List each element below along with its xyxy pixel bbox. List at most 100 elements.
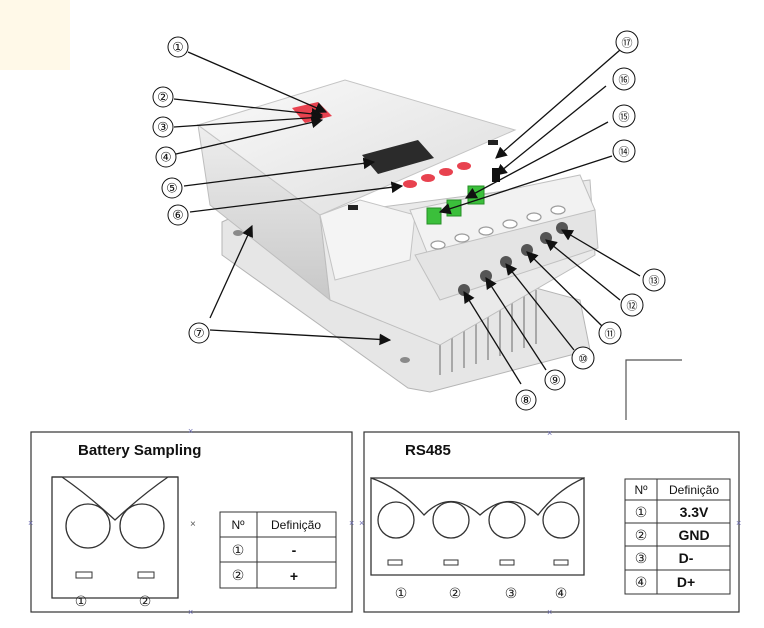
callout-13: ⑬ xyxy=(642,268,666,292)
rs485-table-row4-no: ④ xyxy=(635,575,648,591)
rs485-pin-4-hole xyxy=(542,501,580,539)
rs485-table-row2-no: ② xyxy=(635,528,648,544)
button-3 xyxy=(439,168,453,176)
callout-1: ① xyxy=(167,36,189,58)
svg-text:⑮: ⑮ xyxy=(619,111,630,124)
svg-text:×: × xyxy=(188,426,193,436)
svg-text:⑪: ⑪ xyxy=(605,328,616,341)
callout-14: ⑭ xyxy=(612,139,636,163)
rs485-pin-1-slot xyxy=(387,559,403,566)
green-terminal-1 xyxy=(426,207,442,225)
rs485-table-row1-def: 3.3V xyxy=(680,504,709,520)
callout-4: ④ xyxy=(155,146,177,168)
rs485-table-header-def: Definição xyxy=(669,483,719,497)
battery-table-row2-def: + xyxy=(290,568,298,584)
callout-3: ③ xyxy=(152,116,174,138)
crop-mark xyxy=(625,359,682,420)
callout-5: ⑤ xyxy=(161,177,183,199)
battery-pin-1-hole xyxy=(65,503,111,549)
svg-text:⑥: ⑥ xyxy=(172,209,184,224)
alignment-marks: × × × × × × × × xyxy=(28,426,741,617)
battery-panel-title: Battery Sampling xyxy=(78,442,201,459)
svg-text:②: ② xyxy=(157,91,169,106)
svg-text:⑨: ⑨ xyxy=(549,374,561,389)
battery-x-mark: × xyxy=(190,519,196,530)
rs485-connector-outline xyxy=(370,476,585,576)
rs485-pin-1-label: ① xyxy=(395,586,408,602)
svg-text:①: ① xyxy=(172,41,184,56)
button-2 xyxy=(421,174,435,182)
svg-text:⑩: ⑩ xyxy=(578,353,588,366)
vent-slot-2 xyxy=(488,140,498,145)
battery-pin-2-slot xyxy=(137,571,155,579)
callout-labels: ① ② ③ ④ ⑤ ⑥ ⑦ ⑧ ⑨ ⑩ ⑪ ⑫ ⑬ ⑭ ⑮ ⑯ ⑰ xyxy=(152,30,666,411)
button-1 xyxy=(403,180,417,188)
corner-highlight xyxy=(0,0,70,70)
callout-15: ⑮ xyxy=(612,104,636,128)
svg-text:×: × xyxy=(547,428,552,438)
callout-leaders xyxy=(173,49,641,385)
callout-7: ⑦ xyxy=(188,322,210,344)
rs485-pin-1-hole xyxy=(377,501,415,539)
callout-17: ⑰ xyxy=(615,30,639,54)
svg-text:⑰: ⑰ xyxy=(622,37,633,50)
rs485-table-row4-def: D+ xyxy=(677,574,695,590)
button-4 xyxy=(457,162,471,170)
battery-table-header-no: Nº xyxy=(231,518,245,532)
svg-text:⑫: ⑫ xyxy=(627,300,638,313)
svg-text:⑯: ⑯ xyxy=(619,74,630,87)
rs485-panel-title: RS485 xyxy=(405,442,451,459)
callout-11: ⑪ xyxy=(598,321,622,345)
rs485-pin-4-label: ④ xyxy=(555,586,568,602)
terminal-cover xyxy=(319,199,416,281)
svg-text:×: × xyxy=(188,607,193,617)
callout-2: ② xyxy=(152,86,174,108)
rs485-pin-3-slot xyxy=(499,559,515,566)
battery-table-row1-def: - xyxy=(292,542,297,558)
battery-definition-table: Nº Definição ① - ② + xyxy=(219,511,337,589)
mount-hole-left xyxy=(233,230,243,236)
battery-table-header-def: Definição xyxy=(271,518,321,532)
rs485-pin-2-slot xyxy=(443,559,459,566)
battery-pin-1-slot xyxy=(75,571,93,579)
callout-6: ⑥ xyxy=(167,204,189,226)
rs485-pin-3-label: ③ xyxy=(505,586,518,602)
battery-pin-2-label: ② xyxy=(139,594,152,610)
svg-text:×: × xyxy=(359,518,364,528)
rs485-pin-2-label: ② xyxy=(449,586,462,602)
svg-text:③: ③ xyxy=(157,121,169,136)
svg-text:⑧: ⑧ xyxy=(520,394,532,409)
battery-table-row1-no: ① xyxy=(232,543,245,559)
svg-text:⑬: ⑬ xyxy=(649,275,660,288)
svg-text:×: × xyxy=(736,518,741,528)
svg-text:④: ④ xyxy=(160,151,172,166)
callout-8: ⑧ xyxy=(515,389,537,411)
rs485-table-row2-def: GND xyxy=(678,527,709,543)
svg-text:⑦: ⑦ xyxy=(193,327,205,342)
vent-slot-1 xyxy=(348,205,358,210)
solar-controller-device xyxy=(196,79,682,420)
svg-text:⑭: ⑭ xyxy=(619,146,630,159)
lcd-display xyxy=(362,140,434,174)
rs485-table-row1-no: ① xyxy=(635,505,648,521)
svg-text:×: × xyxy=(28,518,33,528)
terminal-screw-tops xyxy=(430,205,566,250)
mount-hole-bottom xyxy=(400,357,410,363)
terminal-strip-front xyxy=(414,209,599,301)
svg-text:⑤: ⑤ xyxy=(166,182,178,197)
callout-10: ⑩ xyxy=(571,346,595,370)
rs485-table-header-no: Nº xyxy=(634,483,648,497)
rs485-table-row3-def: D- xyxy=(679,550,694,566)
rs485-pin-4-slot xyxy=(553,559,569,566)
body-top xyxy=(196,79,517,216)
battery-pin-1-label: ① xyxy=(75,594,88,610)
svg-text:×: × xyxy=(547,607,552,617)
svg-text:×: × xyxy=(349,518,354,528)
callout-16: ⑯ xyxy=(612,67,636,91)
rs485-pin-2-hole xyxy=(432,501,470,539)
rs485-table-row3-no: ③ xyxy=(635,551,648,567)
battery-pin-2-hole xyxy=(119,503,165,549)
rs485-definition-table: Nº Definição ① 3.3V ② GND ③ D- ④ D+ xyxy=(624,478,731,595)
battery-sampling-panel: Battery Sampling ① ② × Nº Definição ① - … xyxy=(30,431,353,613)
